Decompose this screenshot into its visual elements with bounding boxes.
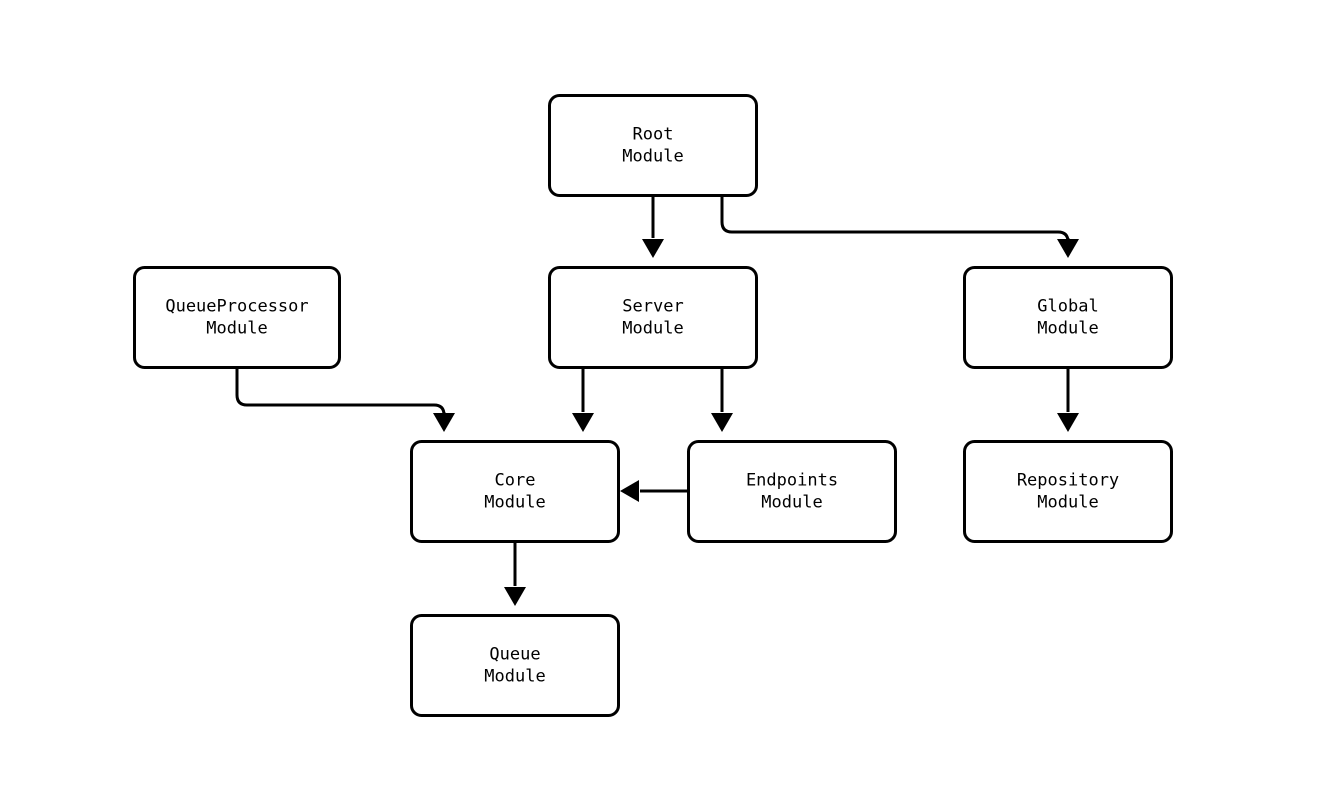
edge-root-to-global [720, 197, 1079, 258]
arrowhead-icon [620, 480, 639, 502]
node-label-line2: Module [206, 319, 267, 339]
node-box[interactable] [548, 266, 758, 369]
edge-global-to-repository [1057, 369, 1079, 432]
edge-server-to-endpoints [711, 369, 733, 432]
node-box[interactable] [687, 440, 897, 543]
edge-core-to-queue [504, 543, 526, 606]
node-box[interactable] [548, 94, 758, 197]
node-label-line2: Module [622, 319, 683, 339]
edge-root-to-server [642, 197, 664, 258]
edge-endpoints-to-core [620, 480, 687, 502]
node-box[interactable] [963, 266, 1173, 369]
node-box[interactable] [410, 614, 620, 717]
arrowhead-icon [433, 413, 455, 432]
node-box[interactable] [410, 440, 620, 543]
node-layer: RootModuleQueueProcessorModuleServerModu… [133, 94, 1173, 717]
arrowhead-icon [1057, 239, 1079, 258]
node-box[interactable] [963, 440, 1173, 543]
node-label-line1: Repository [1017, 471, 1119, 491]
node-label-line1: Root [633, 125, 674, 145]
node-label-line1: Server [622, 297, 683, 317]
node-label-line2: Module [761, 493, 822, 513]
node-label-line2: Module [622, 147, 683, 167]
edge-queueprocessor-to-core [235, 369, 455, 432]
edge-server-to-core [572, 369, 594, 432]
edge-layer [235, 197, 1079, 606]
node-label-line1: Global [1037, 297, 1098, 317]
edge-line [720, 197, 1070, 244]
arrowhead-icon [504, 587, 526, 606]
node-label-line2: Module [1037, 319, 1098, 339]
node-label-line2: Module [484, 667, 545, 687]
node-label-line1: Core [495, 471, 536, 491]
arrowhead-icon [642, 239, 664, 258]
node-label-line1: QueueProcessor [165, 297, 308, 317]
arrowhead-icon [711, 413, 733, 432]
node-label-line1: Endpoints [746, 471, 838, 491]
node-label-line2: Module [484, 493, 545, 513]
node-box[interactable] [133, 266, 341, 369]
edge-line [235, 369, 446, 417]
node-label-line2: Module [1037, 493, 1098, 513]
arrowhead-icon [572, 413, 594, 432]
node-label-line1: Queue [489, 645, 540, 665]
arrowhead-icon [1057, 413, 1079, 432]
